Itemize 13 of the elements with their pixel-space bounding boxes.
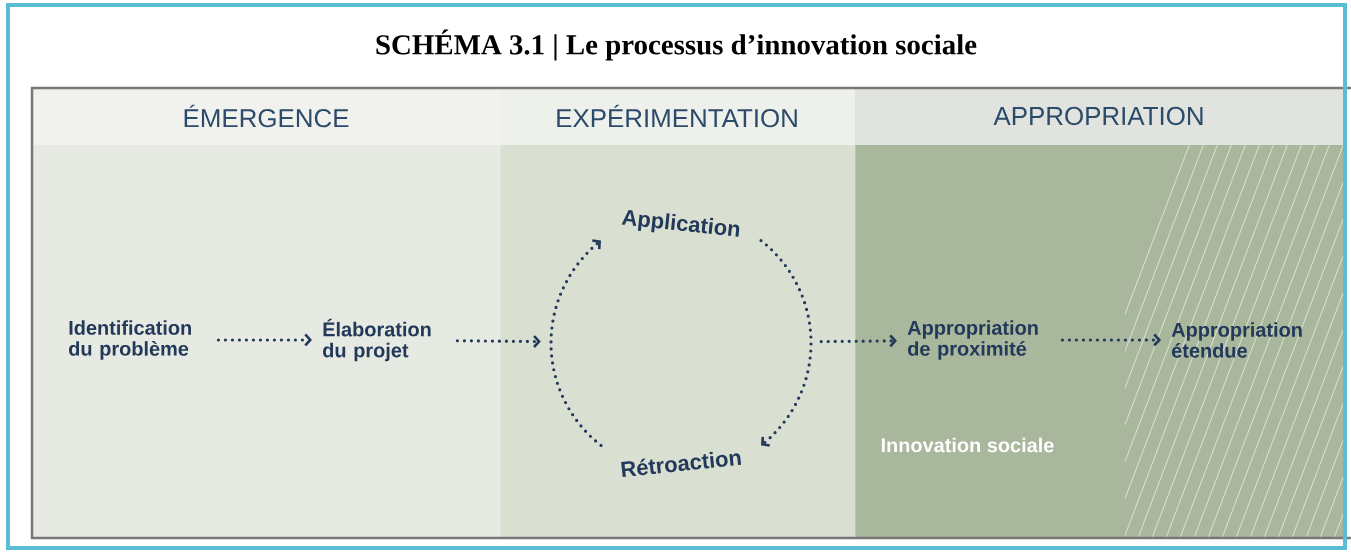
band-label: Innovation sociale <box>881 437 1054 453</box>
step-text: Élaboration du projet <box>323 318 431 362</box>
cycle-circle <box>549 239 813 447</box>
arrow <box>819 334 897 348</box>
step-text: Appropriation étendue <box>1171 322 1302 358</box>
step-text: Identification du problème <box>69 320 191 360</box>
cycle-label: Rétroaction <box>621 451 742 478</box>
step-text: Appropriation de proximité <box>907 320 1038 360</box>
arrow <box>216 333 312 347</box>
arrow <box>455 335 541 348</box>
cycle-label: Application <box>621 210 740 237</box>
arrow <box>1060 333 1161 347</box>
title: SCHÉMA 3.1 | Le processus d’innovation sociale <box>376 29 977 61</box>
